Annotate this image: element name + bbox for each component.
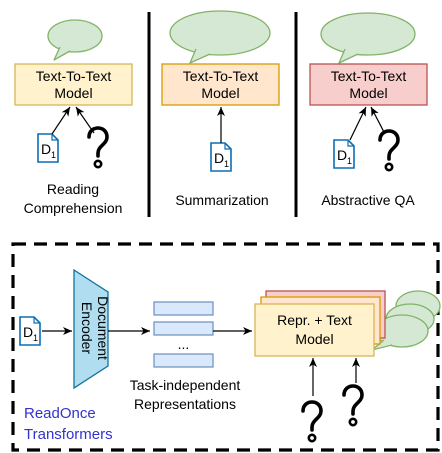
- model-label-line1: Text-To-Text: [183, 68, 259, 84]
- question-mark-icon: [87, 126, 109, 169]
- panel-caption-line1: Abstractive QA: [321, 192, 415, 208]
- speech-bubble-icon: [169, 10, 271, 64]
- question-mark-icon: [378, 129, 400, 172]
- model-label-line1: Repr. + Text: [277, 312, 352, 328]
- model-label-line1: Text-To-Text: [331, 68, 407, 84]
- doc-subscript: 1: [51, 150, 56, 160]
- panel-caption-line1: Summarization: [175, 192, 268, 208]
- panel-caption-line2: Comprehension: [24, 200, 123, 216]
- representations-caption-line2: Representations: [134, 396, 236, 412]
- model-label-line2: Model: [349, 85, 387, 101]
- model-label-line1: Text-To-Text: [36, 68, 112, 84]
- representation-bar: [153, 301, 214, 316]
- arrow-question-to-model: [370, 106, 386, 135]
- question-mark-icon: [342, 384, 364, 428]
- doc-label: D: [337, 147, 347, 163]
- readonce-label-line1: ReadOnce: [24, 405, 96, 422]
- model-label-line2: Model: [295, 331, 333, 347]
- model-box: [14, 63, 133, 106]
- model-box: [161, 63, 280, 106]
- model-label-line2: Model: [201, 85, 239, 101]
- output-bubbles: [371, 290, 441, 351]
- document-icon: D 1: [19, 316, 41, 346]
- encoder-label-line2: Encoder: [79, 302, 95, 354]
- representation-bar: [153, 353, 214, 368]
- doc-subscript: 1: [347, 156, 352, 166]
- doc-label: D: [214, 150, 224, 166]
- representation-bar: [153, 321, 214, 336]
- doc-subscript: 1: [224, 159, 229, 169]
- speech-bubble-icon: [320, 12, 416, 64]
- document-icon: D 1: [210, 142, 232, 172]
- document-icon: D 1: [37, 133, 59, 163]
- arrow-question-to-model: [75, 106, 95, 134]
- readonce-frame: [11, 242, 440, 452]
- panel-caption-line1: Reading: [47, 181, 99, 197]
- doc-label: D: [23, 324, 33, 340]
- panel-abstractive-qa: Text-To-Text Model D 1 Abstractive QA: [309, 12, 428, 208]
- arrow-doc-to-model: [51, 106, 71, 135]
- representations-caption-line1: Task-independent: [130, 377, 241, 393]
- panel-summarization: Text-To-Text Model D 1 Summarization: [161, 10, 280, 208]
- repr-text-model-box: [254, 303, 375, 357]
- model-label-line2: Model: [54, 85, 92, 101]
- arrow-doc-to-model: [349, 106, 367, 141]
- document-encoder: [73, 268, 109, 390]
- readonce-label-line2: Transformers: [24, 426, 113, 443]
- repr-text-model-stack: Repr. + Text Model: [254, 290, 386, 357]
- document-icon: D 1: [333, 139, 355, 169]
- panel-reading-comprehension: Text-To-Text Model D 1 Reading Comprehen…: [14, 19, 133, 216]
- doc-label: D: [41, 141, 51, 157]
- question-mark-icon: [301, 400, 323, 444]
- representations: ...: [153, 301, 214, 368]
- encoder-label-line1: Document: [95, 296, 111, 360]
- doc-subscript: 1: [33, 333, 38, 343]
- speech-bubble-icon: [47, 19, 103, 61]
- representations-ellipsis: ...: [178, 336, 190, 352]
- model-box: [309, 63, 428, 106]
